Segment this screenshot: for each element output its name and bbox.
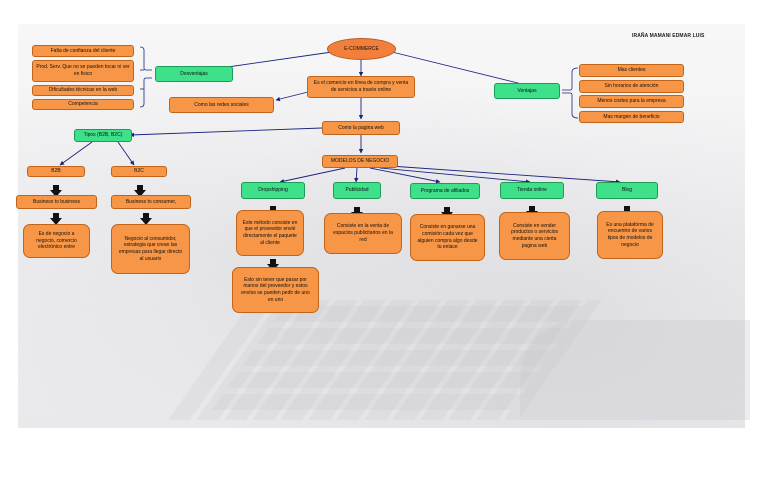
bracket-desventajas-top [139,46,152,71]
b2c-node: B2C [111,166,167,177]
link-root-ventajas [391,51,531,88]
ventaja-item: Sin horarios de atención [579,80,684,93]
desventaja-item: Competencia [32,99,134,110]
b2c-desc-node: Negocio al consumidor, estrategia que cr… [111,224,190,274]
link-tipos-b2c [117,141,135,166]
modelos-node: MODELOS DE NEGOCIO [322,155,398,168]
ventajas-node: Ventajas [494,83,560,99]
b2b-sub-node: Business to business [16,195,97,209]
b2b-desc-node: Es de negocio a negocio, comercio electr… [23,224,90,258]
model-tienda-desc: Consiste en vender productos o servicios… [499,212,570,260]
link-modelos-pub [354,167,359,183]
down-arrow-icon [134,185,146,197]
link-modelos-tienda [379,167,531,184]
bracket-ventajas-bottom [562,92,579,119]
pagina-node: Como la pagina web [322,121,400,135]
link-modelos-drop [279,167,346,184]
desventaja-item: Dificultades técnicas en la web [32,85,134,96]
b2b-node: B2B [27,166,85,177]
link-tipos-b2b [59,141,93,166]
model-publicidad-node: Publicidad [333,182,381,199]
b2c-sub-node: Business to consumer, [111,195,191,209]
model-tienda-node: Tienda online [500,182,564,199]
model-dropshipping-desc: Este método consiste en que el proveedor… [236,210,304,256]
bracket-desventajas-bottom [139,77,152,108]
redes-node: Como las redes sociales [169,97,274,113]
model-afiliados-desc: Consiste en ganarse una comisión cada ve… [410,214,485,261]
definition-node: Es el comercio en línea de compra y vent… [307,76,415,98]
ventaja-item: Mas clientes [579,64,684,77]
author-name: IRAÑA MAMANI EDMAR LUIS [632,33,705,39]
desventaja-item: Falta de confianza del cliente [32,45,134,57]
model-dropshipping-extra: Esto sin tener que pasar por manos del p… [232,267,319,313]
ventaja-item: Menos costes para la empresa [579,95,684,108]
ventaja-item: Mas margen de beneficio [579,111,684,123]
down-arrow-icon [50,185,62,197]
model-dropshipping-node: Dropshipping [241,182,305,199]
link-modelos-blog [389,165,621,184]
link-modelos-afi [369,167,441,184]
model-blog-node: Blog [596,182,658,199]
down-arrow-icon [140,213,152,225]
model-afiliados-node: Programa de afiliados [410,183,480,199]
model-blog-desc: Es una plataforma de encuentro de varios… [597,211,663,259]
model-publicidad-desc: Consiste en la venta de espacios publici… [324,213,402,254]
tipos-node: Tipos (B2B, B2C) [74,129,132,142]
hand-shape [520,320,750,420]
root-node: E-COMMERCE [327,38,396,60]
down-arrow-icon [50,213,62,225]
link-pagina-tipos [129,127,323,138]
desventajas-node: Desventajas [155,66,233,82]
desventaja-item: Prod. Serv. Que no se pueden tocar ni ve… [32,60,134,82]
bracket-ventajas-top [562,67,579,91]
